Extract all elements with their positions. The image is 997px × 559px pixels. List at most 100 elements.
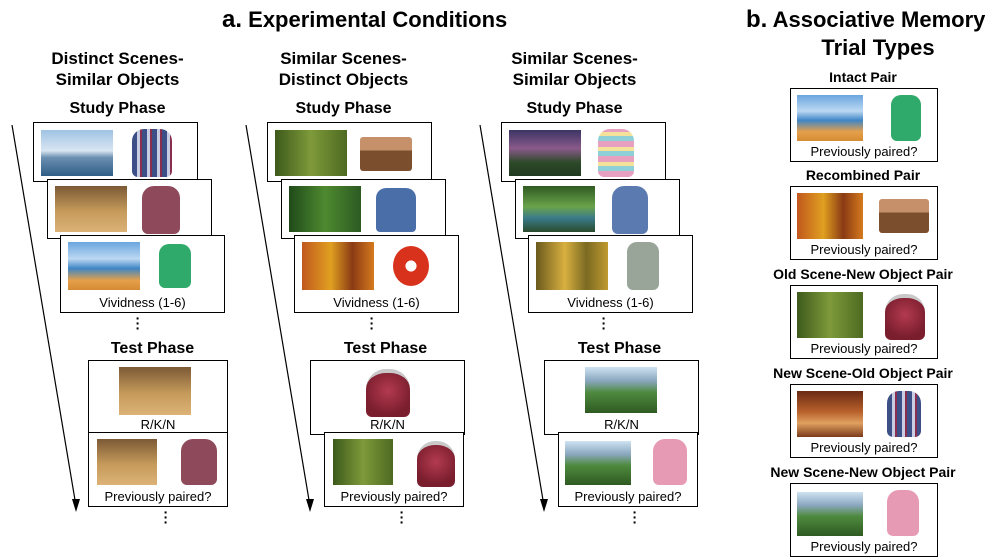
- paired-question: Previously paired?: [810, 341, 918, 356]
- backpack-pink-icon: [887, 490, 919, 536]
- trial-type-label: New Scene-New Object Pair: [770, 464, 956, 480]
- panel-a-title-text: Experimental Conditions: [248, 7, 508, 32]
- paired-question: Previously paired?: [810, 539, 918, 554]
- study-card: [501, 122, 666, 182]
- condition-2-title: Similar Scenes- Distinct Objects: [246, 48, 441, 90]
- trial-type-label: Recombined Pair: [805, 167, 921, 183]
- ellipsis-icon: ···: [135, 310, 141, 336]
- test-card-pair: Previously paired?: [88, 432, 228, 507]
- paired-question: Previously paired?: [810, 144, 918, 159]
- crown-icon: [885, 294, 925, 340]
- mountain-scene: [585, 367, 657, 413]
- gym-scene: [55, 186, 127, 232]
- test-card-scene: R/K/N: [544, 360, 699, 435]
- jungle-scene: [289, 186, 361, 232]
- study-card: [33, 122, 198, 182]
- panel-b-title: b. Associative Memory: [746, 6, 996, 34]
- crown-icon: [366, 369, 410, 417]
- panel-a-title: a. Experimental Conditions: [222, 6, 507, 34]
- river-forest-scene: [523, 186, 595, 232]
- vividness-label: Vividness (1-6): [99, 295, 186, 310]
- condition-2-study-label: Study Phase: [295, 100, 392, 117]
- panel-b-title-line2: Trial Types: [821, 35, 935, 60]
- paired-question: Previously paired?: [574, 489, 682, 504]
- ellipsis-icon: ···: [369, 310, 375, 336]
- test-card-object: R/K/N: [310, 360, 465, 435]
- condition-1-study-label: Study Phase: [69, 100, 166, 117]
- backpack-blue-icon: [612, 186, 648, 234]
- condition-2-title-line2: Distinct Objects: [278, 70, 409, 89]
- trial-type-label: Intact Pair: [829, 69, 897, 85]
- studio-scene: [797, 391, 863, 437]
- ellipsis-icon: ···: [163, 504, 169, 530]
- autumn-scene: [302, 242, 374, 290]
- backpack-plaid-icon: [887, 391, 921, 437]
- backpack-green-icon: [159, 244, 191, 288]
- desk-organizer-icon: [360, 137, 412, 171]
- paired-question: Previously paired?: [810, 242, 918, 257]
- gym-scene: [97, 439, 157, 485]
- mountain-scene: [565, 441, 631, 485]
- backpack-gray-icon: [627, 242, 659, 290]
- backpack-green-icon: [891, 95, 921, 141]
- desk-organizer-icon: [879, 199, 929, 233]
- ellipsis-icon: ···: [601, 310, 607, 336]
- trial-type-label: Old Scene-New Object Pair: [773, 266, 953, 282]
- paired-question: Previously paired?: [810, 440, 918, 455]
- night-sky-scene: [509, 130, 581, 176]
- condition-3-test-label: Test Phase: [577, 340, 662, 357]
- test-card-pair: Previously paired?: [558, 432, 698, 507]
- condition-1-title: Distinct Scenes- Similar Objects: [20, 48, 215, 90]
- mountain-scene: [797, 492, 863, 536]
- rkn-label: R/K/N: [140, 417, 176, 432]
- trial-card-new-scene-new-object: Previously paired?: [790, 483, 938, 557]
- condition-3-title-line1: Similar Scenes-: [511, 49, 638, 68]
- study-card: [515, 179, 680, 239]
- rkn-label: R/K/N: [370, 417, 405, 432]
- trial-card-intact: Previously paired?: [790, 88, 938, 162]
- trial-card-old-scene-new-object: Previously paired?: [790, 285, 938, 359]
- backpack-striped-icon: [598, 129, 634, 177]
- condition-3-title-line2: Similar Objects: [512, 70, 637, 89]
- condition-1-title-line2: Similar Objects: [55, 70, 180, 89]
- crown-icon: [417, 441, 455, 487]
- panel-b-title-line1: Associative Memory: [772, 7, 986, 32]
- lake-scene: [68, 242, 140, 290]
- panel-b-letter: b.: [746, 6, 768, 33]
- forest-scene: [797, 292, 863, 338]
- gym-scene: [119, 367, 191, 415]
- vividness-label: Vividness (1-6): [567, 295, 654, 310]
- condition-3-title: Similar Scenes- Similar Objects: [477, 48, 672, 90]
- ellipsis-icon: ···: [399, 504, 405, 530]
- ellipsis-icon: ···: [632, 504, 638, 530]
- autumn-forest-scene: [536, 242, 608, 290]
- ribbon-spool-icon: [393, 246, 429, 286]
- study-card-vividness: Vividness (1-6): [528, 235, 693, 313]
- trial-card-recombined: Previously paired?: [790, 186, 938, 260]
- trial-type-label: New Scene-Old Object Pair: [773, 365, 953, 381]
- panel-a-letter: a.: [222, 6, 243, 33]
- paired-question: Previously paired?: [104, 489, 212, 504]
- chair-icon: [376, 188, 416, 232]
- trial-card-new-scene-old-object: Previously paired?: [790, 384, 938, 458]
- study-card-vividness: Vividness (1-6): [294, 235, 459, 313]
- test-card-pair: Previously paired?: [324, 432, 464, 507]
- paired-question: Previously paired?: [340, 489, 448, 504]
- backpack-maroon-icon: [142, 186, 180, 234]
- test-card-scene: R/K/N: [88, 360, 228, 435]
- backpack-pink-icon: [653, 439, 687, 485]
- study-card-vividness: Vividness (1-6): [60, 235, 225, 313]
- study-card: [281, 179, 446, 239]
- forest-scene: [333, 439, 393, 485]
- condition-3-study-label: Study Phase: [526, 100, 623, 117]
- autumn-scene: [797, 193, 863, 239]
- backpack-plaid-icon: [132, 129, 172, 177]
- glacier-scene: [41, 130, 113, 176]
- condition-1-test-label: Test Phase: [110, 340, 195, 357]
- rkn-label: R/K/N: [604, 417, 639, 432]
- study-card: [47, 179, 212, 239]
- lake-scene: [797, 95, 863, 141]
- backpack-maroon-icon: [181, 439, 217, 485]
